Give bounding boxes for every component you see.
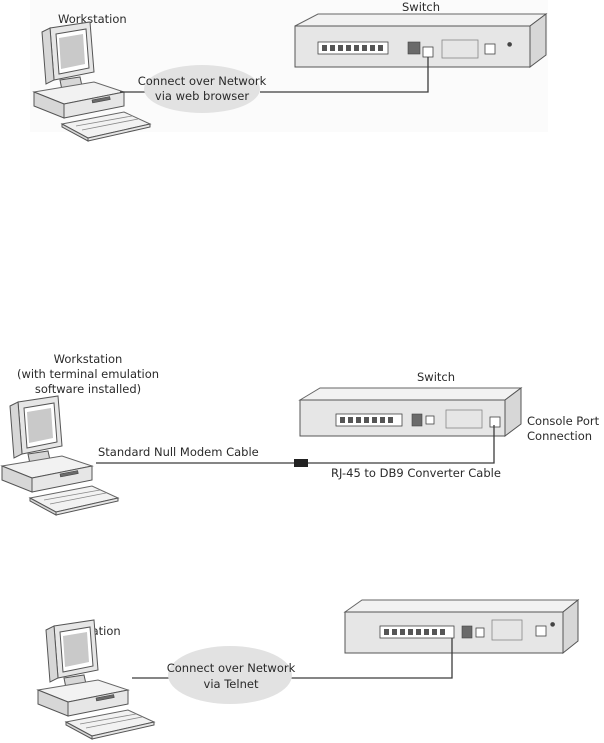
- network-cable: [290, 638, 453, 679]
- console-port-label-2: Connection: [527, 429, 592, 443]
- svg-text:●: ●: [507, 41, 512, 48]
- connection-bubble: [168, 646, 292, 704]
- workstation-label: Workstation: [58, 12, 127, 26]
- switch-label: Switch: [417, 370, 455, 384]
- switch-icon: ●: [343, 598, 580, 655]
- workstation-label-1: Workstation: [54, 352, 123, 366]
- switch-icon: ●: [294, 13, 548, 68]
- switch-icon: [298, 387, 523, 437]
- svg-text:●: ●: [550, 621, 555, 628]
- diagram-telnet: Workstation ● Connect over Network via T…: [37, 598, 580, 740]
- console-port-label-1: Console Port: [527, 414, 600, 428]
- converter-label: RJ-45 to DB9 Converter Cable: [331, 466, 501, 480]
- bubble-line-2: via Telnet: [204, 677, 259, 691]
- workstation-label-2: (with terminal emulation: [17, 367, 159, 381]
- diagram-web-browser: Workstation Switch ● Connect over Net: [30, 0, 548, 142]
- bubble-line-2: via web browser: [155, 89, 249, 103]
- workstation-label-3: software installed): [35, 382, 141, 396]
- null-modem-label: Standard Null Modem Cable: [98, 445, 259, 459]
- switch-label: Switch: [402, 0, 440, 14]
- diagram-console-port: Workstation (with terminal emulation sof…: [1, 352, 600, 516]
- bubble-line-1: Connect over Network: [138, 74, 267, 88]
- network-cable: [260, 57, 429, 93]
- cable-connector: [294, 459, 308, 467]
- converter-cable: [308, 425, 495, 464]
- bubble-line-1: Connect over Network: [167, 661, 296, 675]
- connection-bubble: [144, 65, 260, 113]
